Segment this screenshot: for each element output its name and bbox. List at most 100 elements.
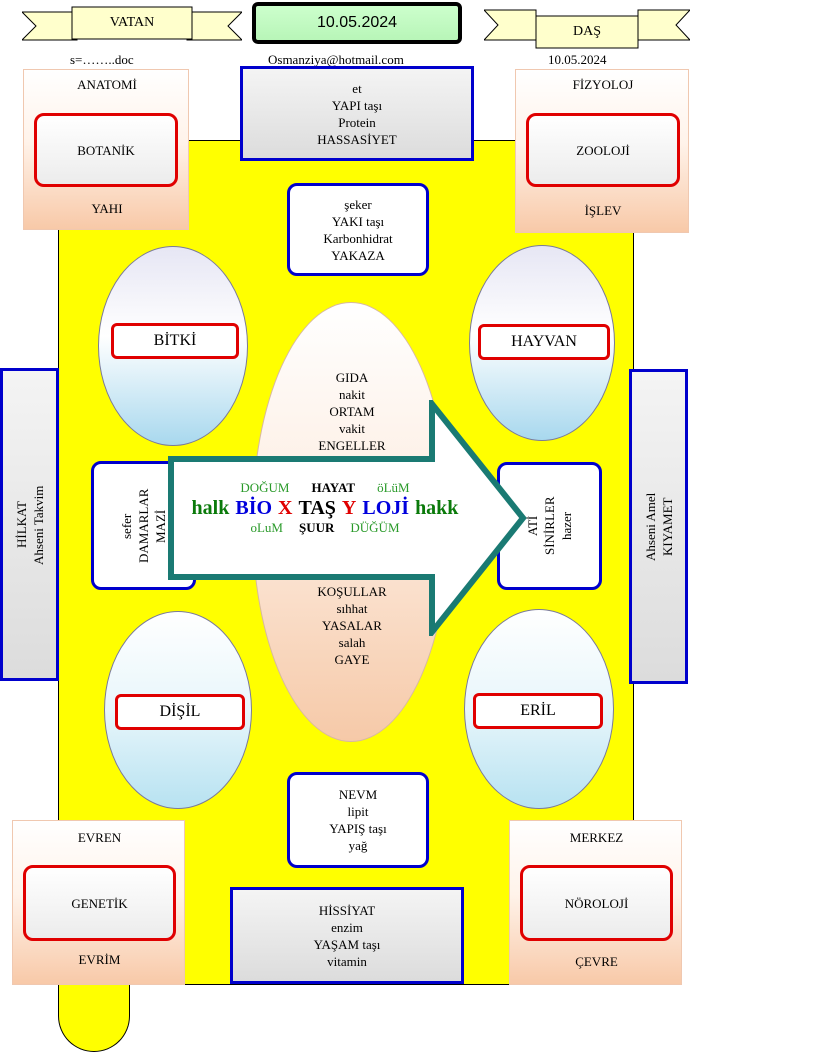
ribbon-vatan: VATAN [22,6,242,46]
halk-text: halk [191,497,230,519]
ellipse-hayvan: HAYVAN [469,245,615,441]
panel-hilkat: HİLKAT Ahseni Takvim [0,368,59,681]
panel-anatomi: ANATOMİ BOTANİK YAHI [23,69,189,230]
panel-bottom-label: ÇEVRE [575,954,618,969]
arrow-row3: oLuM ŞUUR DÜĞÜM [250,520,399,536]
sinirler-line: SİNİRLER [542,496,557,556]
box-line: et [352,80,362,96]
genetik-box: GENETİK [23,865,176,941]
arrow-row1: DOĞUM HAYAT öLüM [240,480,409,496]
box-line: enzim [331,919,363,935]
box-yakaza: şeker YAKI taşı Karbonhidrat YAKAZA [287,183,429,276]
file-name: s=……..doc [70,52,134,67]
hayvan-label-box: HAYVAN [478,324,610,360]
center-line: GAYE [334,652,370,667]
panel-merkez: MERKEZ NÖROLOJİ ÇEVRE [509,820,682,985]
box-hissiyat: HİSSİYAT enzim YAŞAM taşı vitamin [230,887,464,984]
arrow-text: DOĞUM HAYAT öLüM halk BİO X TAŞ Y LOJİ h… [175,480,475,536]
ribbon-shape [22,6,242,41]
center-line: ENGELLER [318,438,386,453]
dugum-text: DÜĞÜM [350,520,400,535]
bio-text: BİO [235,497,273,519]
ellipse-disil: DİŞİL [104,611,252,809]
panel-top-label: FİZYOLOJ [572,77,634,92]
genetik-label: GENETİK [71,895,128,911]
disil-label-box: DİŞİL [115,694,245,730]
sinirler-text: ATİ SİNİRLER hazer [524,471,575,581]
botanik-label: BOTANİK [77,142,135,158]
center-line: KOŞULLAR [317,584,387,599]
center-line: ORTAM [329,404,375,419]
panel-top-label: ANATOMİ [77,77,137,92]
zooloji-box: ZOOLOJİ [526,113,680,187]
hilkat-text: HİLKAT Ahseni Takvim [13,375,47,675]
box-line: Protein [338,114,376,130]
box-line: vitamin [327,953,367,969]
hilkat-line: Ahseni Takvim [30,484,46,565]
box-nevm: NEVM lipit YAPIŞ taşı yağ [287,772,429,868]
panel-fizyoloji: FİZYOLOJ ZOOLOJİ İŞLEV [515,69,689,233]
x-text: X [278,497,293,519]
box-line: NEVM [338,787,378,802]
kiyamet-line: KIYAMET [659,497,675,556]
eril-label-box: ERİL [473,693,603,729]
damarlar-line: sefer [119,512,134,539]
bitki-label: BİTKİ [153,332,197,349]
noroloji-box: NÖROLOJİ [520,865,673,941]
box-hassasiyet: et YAPI taşı Protein HASSASİYET [240,66,474,161]
center-line: nakit [339,387,365,402]
box-line: yağ [348,838,368,853]
tas-text: TAŞ [298,497,336,519]
date-small: 10.05.2024 [548,52,607,67]
center-line: vakit [339,421,365,436]
sinirler-line: hazer [559,511,574,541]
center-line: sıhhat [336,601,368,616]
damarlar-text: sefer DAMARLAR MAZİ [118,471,169,581]
center-bottom-text: KOŞULLAR sıhhat YASALAR salah GAYE [253,583,451,668]
box-line: YAKI taşı [331,213,385,229]
dogum-text: DOĞUM [240,480,290,495]
box-line: YAPIŞ taşı [329,821,387,836]
panel-evren: EVREN GENETİK EVRİM [12,820,185,985]
center-top-text: GIDA nakit ORTAM vakit ENGELLER [253,369,451,454]
ribbon-vatan-label: VATAN [109,15,155,30]
center-line: salah [338,635,366,650]
box-line: Karbonhidrat [323,230,393,246]
ribbon-das: DAŞ [484,6,690,50]
arrow-row2: halk BİO X TAŞ Y LOJİ hakk [192,496,459,520]
damarlar-line: MAZİ [153,508,168,543]
ellipse-bitki: BİTKİ [98,246,248,446]
box-line: YAŞAM taşı [313,936,381,952]
panel-top-label: EVREN [77,830,122,845]
ribbon-das-label: DAŞ [572,24,601,39]
center-line: YASALAR [322,618,382,633]
kiyamet-line: Ahseni Amel [642,492,658,561]
panel-bottom-label: İŞLEV [584,203,622,218]
box-line: HİSSİYAT [318,902,376,918]
email: Osmanziya@hotmail.com [268,52,404,67]
suur-text: ŞUUR [298,520,335,535]
hakk-text: hakk [415,497,459,519]
hilkat-line: HİLKAT [13,501,29,548]
arrow-shape [168,400,527,636]
date-box: 10.05.2024 [252,2,462,44]
box-sinirler: ATİ SİNİRLER hazer [497,462,602,590]
ribbon-shape [484,9,690,49]
kiyamet-text: Ahseni Amel KIYAMET [642,377,676,677]
bitki-label-box: BİTKİ [111,323,239,359]
box-line: YAKAZA [331,247,385,263]
olum-text: öLüM [377,480,410,495]
hayvan-label: HAYVAN [511,333,577,350]
box-line: lipit [347,804,369,819]
panel-bottom-label: EVRİM [78,952,121,967]
zooloji-label: ZOOLOJİ [576,142,630,158]
panel-kiyamet: Ahseni Amel KIYAMET [629,369,688,684]
damarlar-line: DAMARLAR [136,488,151,563]
ellipse-eril: ERİL [464,609,614,809]
loji-text: LOJİ [362,497,410,519]
date-text: 10.05.2024 [316,14,398,31]
y-text: Y [341,497,357,519]
panel-bottom-label: YAHI [91,201,123,216]
disil-label: DİŞİL [159,703,201,720]
box-line: HASSASİYET [317,131,397,147]
